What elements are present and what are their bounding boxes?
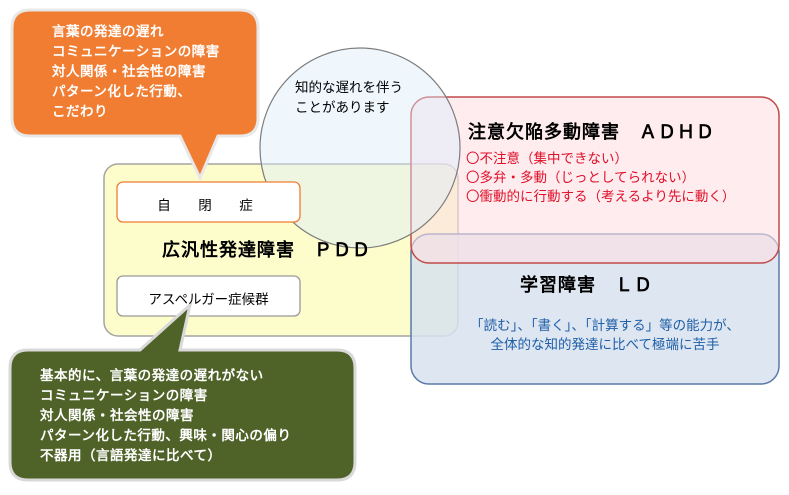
green-line: 基本的に、言葉の発達の遅れがない <box>40 368 264 384</box>
adhd-box <box>410 96 780 264</box>
orange-line: こだわり <box>52 104 108 120</box>
green-line: 対人関係・社会性の障害 <box>40 408 194 424</box>
adhd-item: 〇不注意（集中できない） <box>466 151 628 167</box>
green-line: コミュニケーションの障害 <box>40 388 208 404</box>
adhd-items: 〇不注意（集中できない） 〇多弁・多動（じっとしてられない） 〇衝動的に行動する… <box>466 150 735 207</box>
orange-line: コミュニケーションの障害 <box>52 44 220 60</box>
ld-title: 学習障害 ＬＤ <box>520 275 653 296</box>
orange-bubble-text: 言葉の発達の遅れ コミュニケーションの障害 対人関係・社会性の障害 パターン化し… <box>52 22 220 122</box>
green-speech-bubble <box>8 300 357 482</box>
orange-line: パターン化した行動、 <box>52 84 192 100</box>
note-line: 知的な遅れを伴う <box>295 80 403 96</box>
intellectual-delay-circle <box>259 47 461 249</box>
note-line: ことがあります <box>295 100 390 116</box>
asperger-box <box>116 275 301 317</box>
pdd-title: 広汎性発達障害 ＰＤＤ <box>162 240 371 261</box>
intellectual-note-text: 知的な遅れを伴う ことがあります <box>295 78 403 118</box>
ld-desc-line: 「読む」、「書く」、「計算する」等の能力が、 <box>470 318 740 334</box>
green-bubble-text: 基本的に、言葉の発達の遅れがない コミュニケーションの障害 対人関係・社会性の障… <box>40 366 291 466</box>
green-line: パターン化した行動、興味・関心の偏り <box>40 428 292 444</box>
orange-line: 対人関係・社会性の障害 <box>52 64 206 80</box>
ld-desc-line: 全体的な知的発達に比べて極端に苦手 <box>490 337 720 353</box>
adhd-item: 〇多弁・多動（じっとしてられない） <box>466 170 696 186</box>
orange-line: 言葉の発達の遅れ <box>52 24 164 40</box>
autism-box <box>116 181 301 223</box>
orange-speech-bubble <box>10 8 260 182</box>
ld-description: 「読む」、「書く」、「計算する」等の能力が、 全体的な知的発達に比べて極端に苦手 <box>440 317 770 355</box>
autism-label: 自 閉 症 <box>157 198 260 214</box>
adhd-item: 〇衝動的に行動する（考えるより先に動く） <box>466 189 736 205</box>
adhd-title: 注意欠陥多動障害 ＡＤＨＤ <box>468 122 715 143</box>
green-line: 不器用（言語発達に比べて） <box>40 448 222 464</box>
asperger-label: アスペルガー症候群 <box>148 292 269 308</box>
